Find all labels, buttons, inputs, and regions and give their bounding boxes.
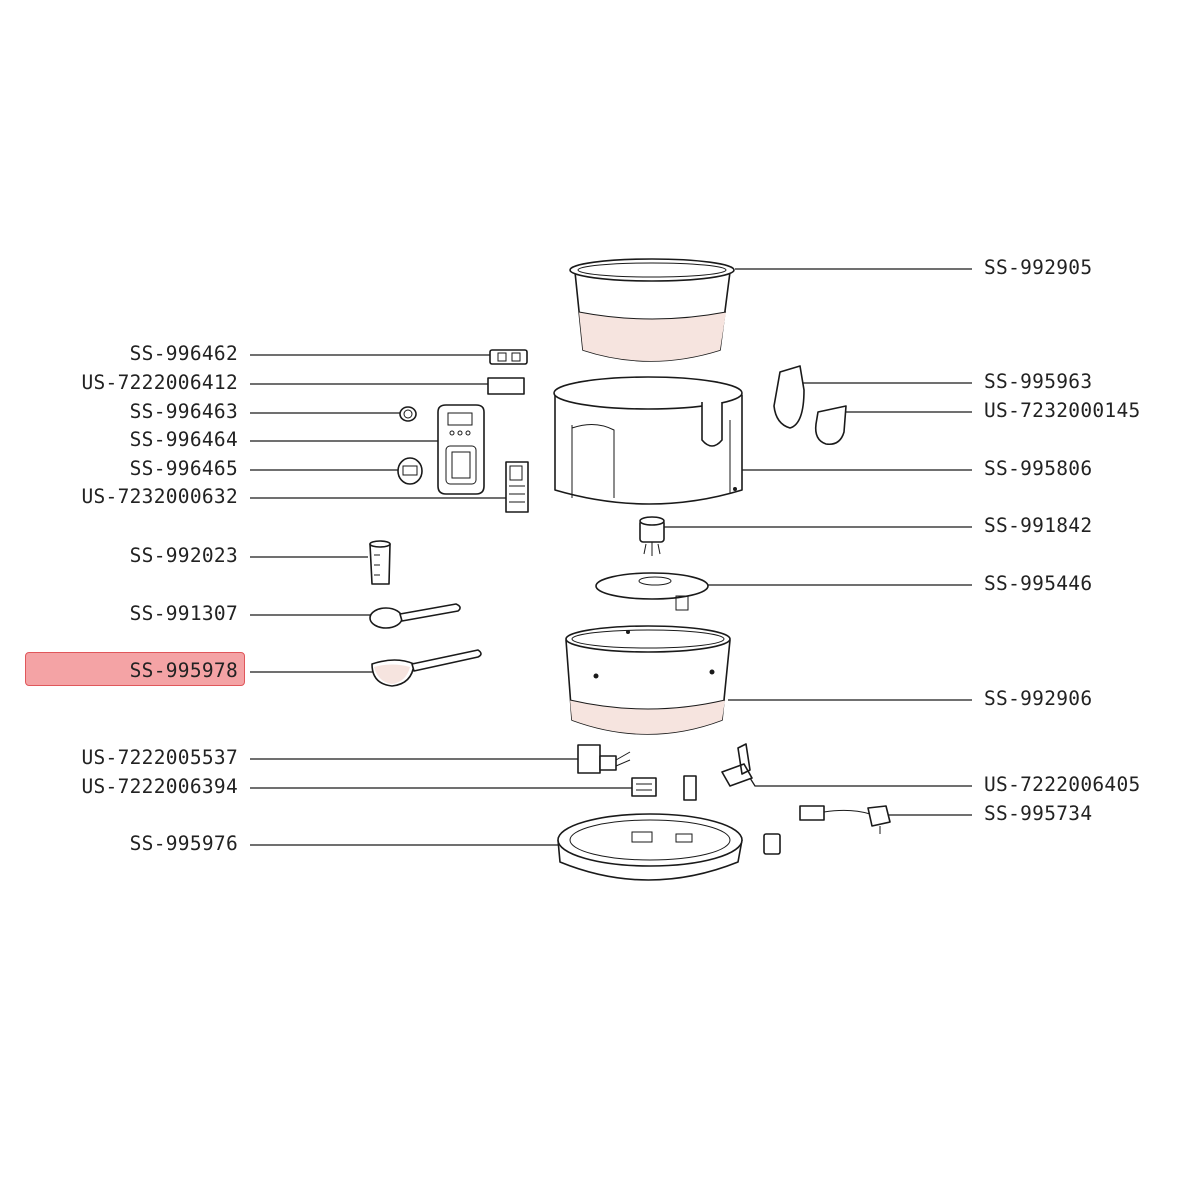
part-label-ss-995978[interactable]: SS-995978 (129, 659, 238, 682)
rice-spoon-part (369, 603, 461, 629)
thermostat-sensor-part (639, 516, 665, 556)
part-label-us-7222006412[interactable]: US-7222006412 (81, 371, 238, 394)
small-bracket-part (489, 349, 528, 365)
hinge-part (773, 365, 805, 429)
part-label-ss-996463[interactable]: SS-996463 (129, 400, 238, 423)
heating-plate-part (595, 572, 709, 611)
small-plate-part (487, 377, 525, 395)
circuit-board-part (505, 461, 529, 513)
part-label-ss-996465[interactable]: SS-996465 (129, 457, 238, 480)
part-label-ss-995446[interactable]: SS-995446 (984, 572, 1093, 595)
knob-part (399, 406, 417, 422)
part-label-ss-992023[interactable]: SS-992023 (129, 544, 238, 567)
soup-ladle-part (371, 649, 482, 687)
side-cover-part (814, 405, 847, 446)
outer-pot-part (565, 625, 731, 735)
part-label-ss-996462[interactable]: SS-996462 (129, 342, 238, 365)
part-label-ss-992906[interactable]: SS-992906 (984, 687, 1093, 710)
part-label-us-7232000145[interactable]: US-7232000145 (984, 399, 1141, 422)
part-label-ss-996464[interactable]: SS-996464 (129, 428, 238, 451)
measuring-cup-part (369, 540, 391, 585)
part-label-ss-995806[interactable]: SS-995806 (984, 457, 1093, 480)
spring-clip-part (721, 743, 753, 787)
micro-switch-part (577, 744, 631, 774)
base-part (557, 813, 781, 881)
part-label-ss-995963[interactable]: SS-995963 (984, 370, 1093, 393)
terminal-connector-part (631, 775, 697, 801)
inner-pot-part (569, 258, 735, 362)
part-label-ss-991307[interactable]: SS-991307 (129, 602, 238, 625)
part-label-ss-995976[interactable]: SS-995976 (129, 832, 238, 855)
part-label-us-7232000632[interactable]: US-7232000632 (81, 485, 238, 508)
leader-lines (250, 268, 972, 846)
part-label-us-7222006405[interactable]: US-7222006405 (984, 773, 1141, 796)
control-panel-part (437, 404, 485, 495)
part-label-us-7222006394[interactable]: US-7222006394 (81, 775, 238, 798)
part-label-ss-992905[interactable]: SS-992905 (984, 256, 1093, 279)
part-label-ss-995734[interactable]: SS-995734 (984, 802, 1093, 825)
part-label-us-7222005537[interactable]: US-7222005537 (81, 746, 238, 769)
selected-part-highlight (25, 652, 245, 686)
body-shell-part (553, 376, 743, 505)
power-cord-part (799, 805, 891, 834)
part-label-ss-991842[interactable]: SS-991842 (984, 514, 1093, 537)
round-dial-part (397, 457, 423, 485)
